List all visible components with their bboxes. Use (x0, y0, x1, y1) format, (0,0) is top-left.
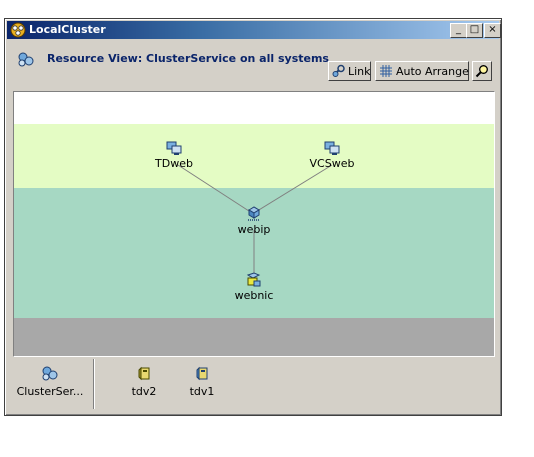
system-icon (196, 366, 208, 381)
system-label: tdv2 (131, 385, 157, 398)
link-button-label: Link (348, 65, 371, 78)
canvas-top-band (14, 92, 494, 124)
cluster-service-icon (42, 366, 58, 381)
node-label: webip (237, 223, 271, 236)
auto-arrange-button[interactable]: Auto Arrange (375, 61, 469, 81)
node-label: VCSweb (309, 157, 355, 170)
window-title: LocalCluster (29, 23, 106, 36)
node-label: webnic (234, 289, 274, 302)
dependency-edges (177, 164, 333, 279)
ip-resource-icon (248, 206, 260, 221)
system-icon (138, 366, 150, 381)
maximize-button[interactable]: □ (466, 23, 483, 38)
system-separator (93, 359, 95, 409)
resource-node[interactable]: VCSweb (297, 140, 367, 170)
canvas-green-band (14, 124, 494, 188)
close-button[interactable]: × (484, 23, 501, 38)
localcluster-window: LocalCluster _ □ × Resource View: Cluste… (4, 18, 502, 416)
auto-arrange-label: Auto Arrange (396, 65, 469, 78)
title-bar[interactable]: LocalCluster _ □ × (7, 21, 501, 39)
edge-tdweb-webip (177, 164, 253, 214)
resource-node[interactable]: webip (219, 206, 289, 236)
service-group-icon (18, 52, 34, 67)
nic-resource-icon (246, 272, 261, 287)
edge-vcsweb-webip (253, 164, 333, 214)
cluster-app-icon (10, 22, 26, 38)
resource-node[interactable]: TDweb (139, 140, 209, 170)
link-icon (332, 64, 345, 77)
system-item-clusterservice[interactable]: ClusterSer... (13, 365, 87, 398)
resource-node[interactable]: webnic (219, 272, 289, 302)
magnifier-icon (475, 65, 488, 78)
node-label: TDweb (155, 157, 193, 170)
system-panel: ClusterSer... tdv2 tdv1 (13, 359, 493, 411)
resource-icon (166, 141, 182, 155)
resource-view-title: Resource View: ClusterService on all sys… (47, 52, 329, 65)
link-button[interactable]: Link (328, 61, 371, 81)
system-label: ClusterSer... (16, 385, 84, 398)
grid-icon (380, 65, 392, 77)
zoom-button[interactable] (472, 61, 492, 81)
resource-icon (324, 141, 340, 155)
resource-graph-canvas[interactable]: TDweb VCSweb webip (13, 91, 495, 357)
minimize-button[interactable]: _ (450, 23, 467, 38)
canvas-gray-band (14, 318, 494, 356)
system-label: tdv1 (189, 385, 215, 398)
system-item-tdv2[interactable]: tdv2 (123, 365, 165, 398)
system-item-tdv1[interactable]: tdv1 (181, 365, 223, 398)
